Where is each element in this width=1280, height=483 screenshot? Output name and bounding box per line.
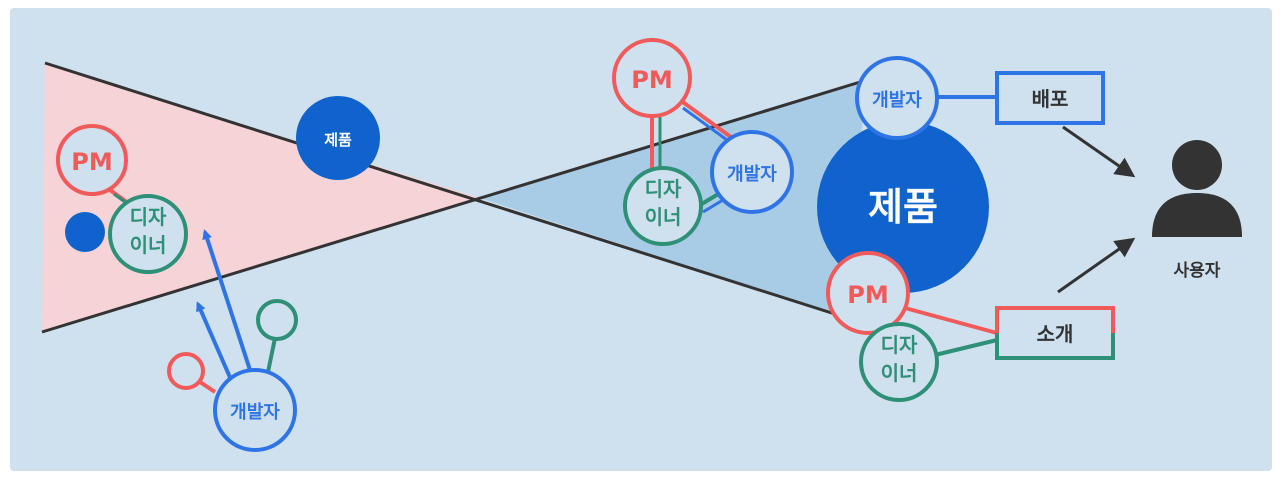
pm-label-mid: PM — [631, 66, 672, 94]
designer-label-right-1: 디자 — [881, 333, 918, 357]
product-circle-large — [817, 121, 989, 293]
pm-circle-right — [826, 251, 910, 335]
developer-circle-right — [855, 56, 939, 140]
introduce-label: 소개 — [1037, 322, 1074, 346]
designer-circle-right — [859, 322, 939, 402]
designer-label-mid-2: 이너 — [645, 205, 682, 229]
pm-circle-mid — [612, 38, 692, 118]
designer-label-right-2: 이너 — [881, 361, 918, 385]
introduce-box-border-green — [995, 333, 1115, 360]
arrow-introduce-user — [1057, 237, 1136, 294]
cross-line-up — [41, 77, 871, 334]
designer-circle-mid — [623, 166, 703, 246]
product-label-large: 제품 — [868, 185, 938, 229]
pm-label-left: PM — [71, 148, 112, 176]
product-circle-small — [296, 96, 380, 180]
cross-line-down — [44, 61, 839, 317]
developer-circle-left — [213, 368, 297, 452]
small-pm-circle — [167, 352, 205, 390]
deploy-label: 배포 — [1032, 87, 1069, 111]
user-icon — [1152, 140, 1242, 237]
introduce-box — [997, 308, 1113, 358]
small-designer-circle — [256, 299, 298, 341]
product-label-small: 제품 — [324, 131, 352, 149]
developer-label-right: 개발자 — [872, 90, 922, 111]
connector-pm-developer-mid — [678, 98, 737, 142]
user-label: 사용자 — [1174, 261, 1221, 281]
product-dot-small — [65, 212, 105, 252]
designer-circle-left — [108, 194, 188, 274]
connector-developer-designer-small — [266, 337, 277, 373]
designer-label-left-1: 디자 — [130, 205, 167, 229]
deploy-box — [995, 71, 1105, 125]
designer-label-mid-1: 디자 — [645, 177, 682, 201]
arrow-deploy-user — [1062, 125, 1136, 178]
connector-developer-pm-small — [198, 380, 217, 394]
developer-circle-mid — [710, 130, 794, 214]
pm-label-right: PM — [847, 281, 888, 309]
developer-label-left: 개발자 — [230, 402, 280, 423]
connector-designer-introduce — [934, 338, 998, 357]
pm-circle-left — [56, 124, 128, 196]
designer-label-left-2: 이너 — [130, 233, 167, 257]
developer-label-mid: 개발자 — [727, 164, 777, 185]
connector-pm-introduce — [904, 306, 998, 335]
arrow-developer-designer-long — [202, 229, 252, 371]
arrow-developer-designer-short — [196, 301, 234, 383]
introduce-box-border-red — [995, 306, 1115, 333]
